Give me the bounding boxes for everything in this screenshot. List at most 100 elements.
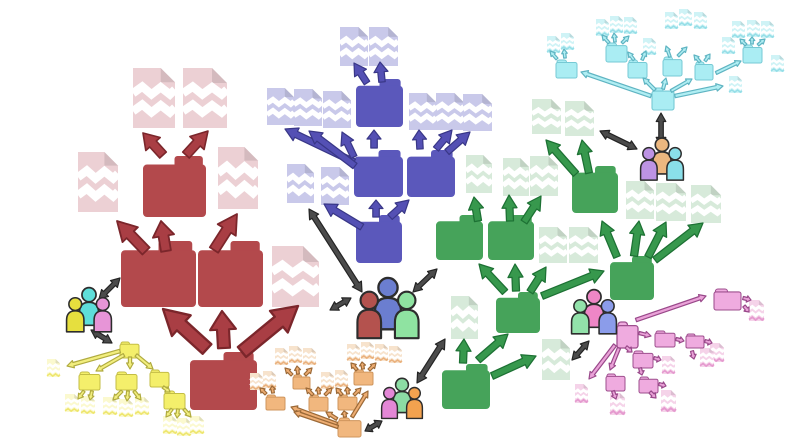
- file-icon: [563, 101, 596, 136]
- share-arrow: [475, 333, 509, 364]
- share-arrow: [652, 222, 704, 264]
- pink-cluster: [574, 288, 766, 416]
- share-arrow: [660, 77, 669, 91]
- exchange-links: [90, 112, 667, 433]
- folder-icon: [610, 256, 654, 300]
- green-cluster: [436, 99, 723, 409]
- folder-icon: [616, 321, 639, 349]
- file-icon: [560, 33, 575, 51]
- share-arrow: [620, 35, 630, 45]
- share-arrow: [444, 131, 471, 156]
- file-icon: [609, 393, 627, 416]
- exchange-link-arrow: [416, 338, 446, 384]
- folder-icon: [121, 241, 196, 307]
- share-arrow: [588, 343, 618, 380]
- file-icon: [360, 342, 375, 360]
- share-arrow: [123, 390, 132, 402]
- file-icon: [215, 147, 262, 209]
- file-icon: [407, 93, 438, 130]
- share-arrow: [268, 385, 277, 394]
- folder-icon: [632, 350, 654, 369]
- file-icon: [302, 348, 317, 366]
- file-icon: [64, 394, 80, 413]
- orange-cluster-arrows: [259, 361, 377, 430]
- share-arrow: [358, 361, 367, 370]
- share-arrow: [323, 203, 365, 231]
- file-icon: [162, 416, 178, 435]
- share-arrow: [314, 386, 323, 395]
- file-icon: [118, 399, 134, 418]
- file-icon: [623, 17, 638, 35]
- file-icon: [609, 16, 624, 34]
- file-icon: [249, 373, 264, 391]
- folder-icon: [353, 369, 374, 386]
- share-arrow: [132, 389, 142, 401]
- share-arrow: [182, 407, 192, 418]
- file-icon: [760, 21, 775, 39]
- share-arrow: [367, 362, 377, 372]
- exchange-link-arrow: [599, 129, 638, 151]
- share-arrow: [125, 356, 134, 370]
- file-icon: [501, 158, 531, 196]
- folder-icon: [265, 394, 286, 411]
- file-icon: [102, 397, 118, 416]
- share-arrow: [161, 385, 171, 393]
- share-arrow: [161, 307, 213, 355]
- share-arrow: [325, 411, 339, 421]
- file-icon: [661, 356, 676, 375]
- share-arrow: [669, 78, 693, 93]
- share-arrow: [236, 304, 300, 359]
- share-arrow: [576, 139, 594, 175]
- share-arrow: [739, 38, 748, 47]
- share-arrow: [335, 387, 344, 397]
- pink-users-group: [570, 288, 618, 335]
- yellow-cluster-files: [46, 359, 205, 437]
- folder-icon: [198, 241, 263, 307]
- folder-icon: [713, 288, 742, 311]
- share-arrow: [501, 194, 518, 222]
- file-icon: [180, 68, 230, 128]
- share-arrow: [642, 77, 657, 92]
- folder-icon: [605, 42, 628, 63]
- share-arrow: [387, 199, 410, 220]
- share-arrow: [580, 69, 653, 99]
- file-icon: [367, 27, 400, 66]
- pink-cluster-folders: [605, 288, 742, 394]
- share-arrow: [411, 129, 428, 150]
- file-icon: [746, 20, 761, 38]
- share-arrow: [601, 34, 611, 45]
- folder-icon: [742, 44, 763, 64]
- share-arrow: [77, 389, 86, 400]
- share-arrow: [208, 213, 238, 254]
- share-arrow: [489, 354, 537, 380]
- share-arrow: [634, 294, 707, 323]
- file-icon: [449, 296, 481, 339]
- file-icon: [80, 396, 96, 415]
- file-icon: [75, 152, 121, 212]
- orange-cluster-files: [249, 342, 403, 391]
- share-arrow: [165, 407, 174, 418]
- share-arrow: [209, 309, 237, 350]
- share-arrow: [368, 199, 384, 218]
- share-arrow: [142, 132, 168, 159]
- folder-icon: [407, 150, 455, 197]
- file-icon: [660, 390, 678, 413]
- folder-icon: [662, 56, 683, 77]
- red-cluster: [75, 68, 322, 410]
- share-arrow: [748, 36, 756, 45]
- share-arrow: [611, 32, 618, 43]
- share-arrow: [95, 353, 126, 372]
- share-arrow: [741, 295, 752, 303]
- yellow-cluster: [46, 341, 205, 437]
- file-icon: [567, 227, 600, 263]
- share-arrow: [714, 59, 742, 76]
- share-arrow: [652, 355, 662, 363]
- pink-cluster-arrows: [588, 294, 752, 400]
- green-cluster-files: [449, 99, 723, 380]
- share-arrow: [599, 220, 621, 259]
- share-arrow: [305, 387, 315, 397]
- file-icon: [269, 246, 322, 307]
- red-cluster-arrows: [116, 130, 300, 359]
- share-arrow: [366, 129, 382, 149]
